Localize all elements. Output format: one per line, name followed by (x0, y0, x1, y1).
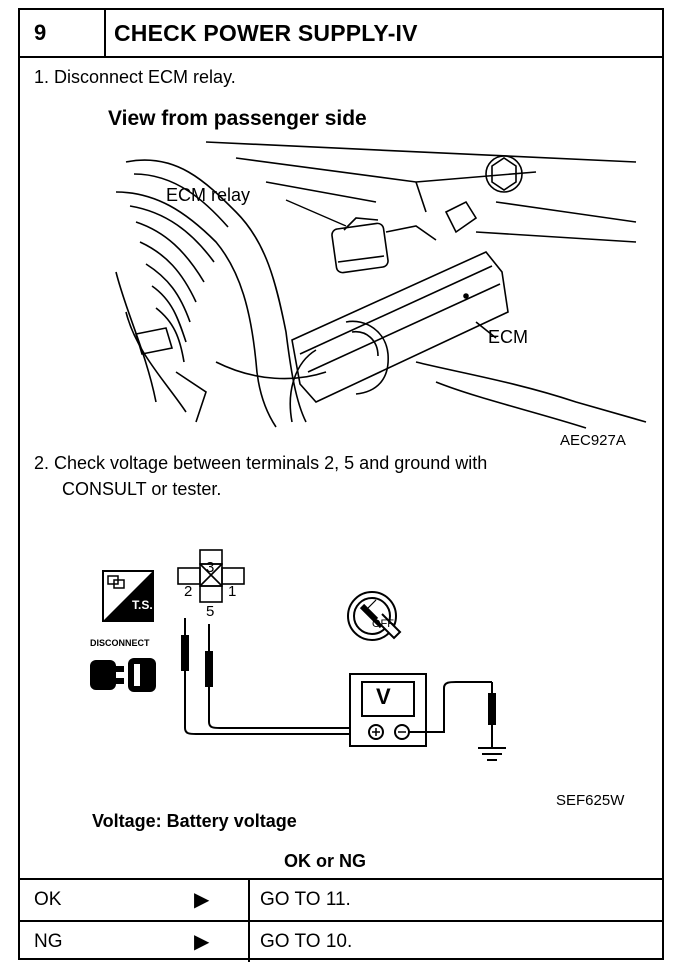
right-arrow-icon: ▶ (194, 931, 210, 953)
measurement-circuit (181, 618, 506, 761)
engine-bay-illustration (115, 141, 647, 429)
connector-terminal-diagram (177, 549, 245, 603)
procedure-header: 9 CHECK POWER SUPPLY-IV (20, 10, 662, 58)
disconnect-connector-icon (90, 658, 156, 692)
voltage-specification: Voltage: Battery voltage (92, 811, 297, 831)
terminal-1: 1 (228, 583, 237, 600)
procedure-title: CHECK POWER SUPPLY-IV (114, 20, 418, 46)
result-ng: NG (34, 931, 63, 952)
ts-label: T.S. (132, 598, 153, 612)
disconnect-label: DISCONNECT (90, 638, 150, 648)
ignition-key-icon (347, 591, 402, 641)
ts-icon (102, 570, 154, 622)
ignition-off-label: OFF (372, 618, 394, 630)
voltmeter-label: V (376, 684, 391, 709)
figure-2-code: SEF625W (556, 792, 625, 809)
terminal-2: 2 (184, 583, 193, 600)
right-arrow-icon: ▶ (194, 889, 210, 911)
result-row-ng: NG ▶ GO TO 10. (20, 920, 662, 962)
action-go-to-10: GO TO 10. (260, 931, 353, 952)
terminal-5: 5 (206, 603, 215, 620)
figure-1-heading: View from passenger side (108, 107, 367, 130)
result-ok: OK (34, 889, 62, 910)
step-2-text-line-2: CONSULT or tester. (62, 479, 222, 499)
action-go-to-11: GO TO 11. (260, 889, 351, 910)
step-number: 9 (20, 10, 106, 56)
label-ecm: ECM (488, 324, 528, 350)
procedure-card: 9 CHECK POWER SUPPLY-IV 1. Disconnect EC… (18, 8, 664, 962)
step-1-text: 1. Disconnect ECM relay. (34, 67, 236, 87)
row-divider (248, 880, 250, 920)
result-row-ok: OK ▶ GO TO 11. (20, 878, 662, 920)
terminal-3: 3 (206, 559, 215, 576)
decision-heading: OK or NG (284, 851, 367, 871)
row-divider (248, 922, 250, 962)
figure-1-code: AEC927A (560, 432, 626, 449)
step-2-text-line-1: 2. Check voltage between terminals 2, 5 … (34, 453, 488, 473)
